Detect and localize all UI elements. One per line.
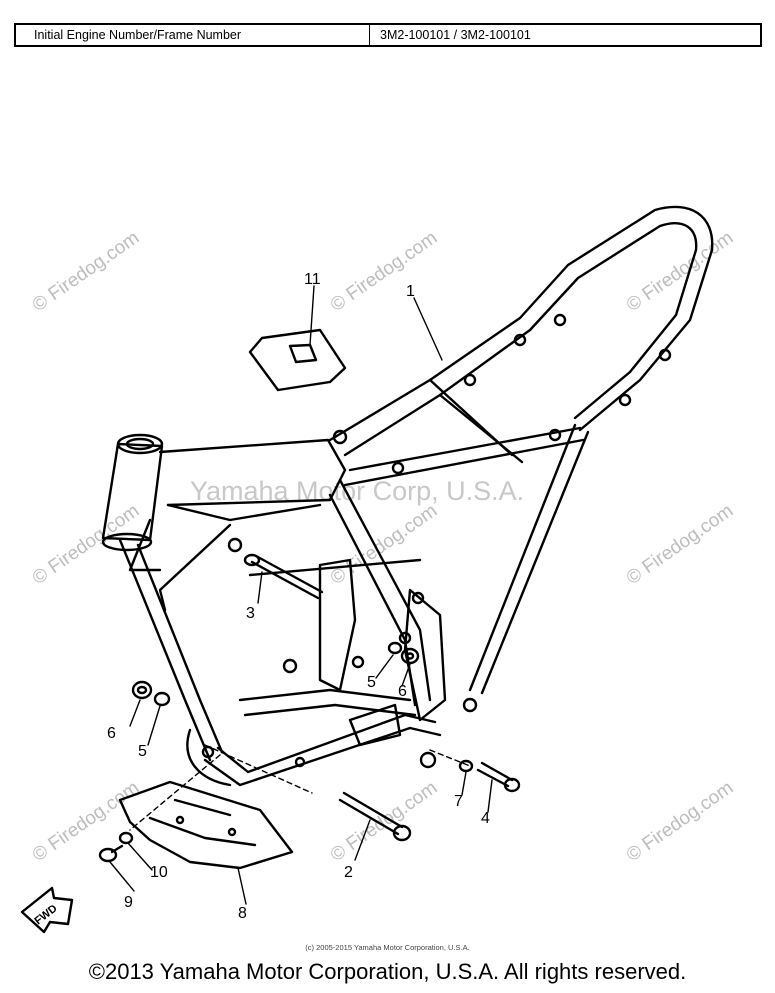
callout-2: 2 (344, 864, 353, 881)
callout-11: 11 (304, 271, 321, 288)
watermark-text: © Firedog.com (29, 227, 143, 316)
frame-number-table: Initial Engine Number/Frame Number 3M2-1… (14, 23, 762, 47)
callout-4: 4 (481, 810, 490, 827)
leader-lines (109, 285, 493, 905)
watermark-text: © Firedog.com (623, 777, 737, 866)
watermark-text: © Firedog.com (29, 777, 143, 866)
callout-6-left: 6 (107, 725, 116, 742)
part-8-skid-plate (118, 780, 294, 870)
callout-5-left: 5 (138, 743, 147, 760)
callout-6-right: 6 (398, 683, 407, 700)
frame-parts-diagram: © Firedog.com © Firedog.com © Firedog.co… (20, 205, 737, 934)
small-copyright: (c) 2005-2015 Yamaha Motor Corporation, … (305, 943, 470, 952)
watermark-text: © Firedog.com (29, 500, 143, 589)
part-3-bolt (243, 553, 324, 600)
fwd-arrow (20, 886, 74, 934)
part-6-nut-right (400, 647, 420, 665)
part-9-bolt (98, 844, 124, 863)
watermark-company: Yamaha Motor Corp, U.S.A. (190, 476, 524, 506)
part-5-washer-right (387, 641, 403, 655)
part-5-washer-left (153, 691, 171, 707)
callout-numbers: 1 2 3 4 5 5 6 6 7 8 9 10 11 (107, 271, 490, 922)
watermark-layer: © Firedog.com © Firedog.com © Firedog.co… (29, 227, 737, 866)
frame-number-value: 3M2-100101 / 3M2-100101 (380, 28, 531, 42)
part-11-pad (248, 328, 347, 392)
callout-5-right: 5 (367, 674, 376, 691)
callout-3: 3 (246, 605, 255, 622)
frame-number-label: Initial Engine Number/Frame Number (16, 25, 370, 45)
part-6-nut-left (131, 680, 153, 700)
watermark-text: © Firedog.com (327, 500, 441, 589)
main-frame (101, 205, 714, 787)
callout-10: 10 (150, 864, 168, 881)
watermark-text: © Firedog.com (327, 777, 441, 866)
part-7-washer (458, 759, 474, 773)
callout-7: 7 (454, 793, 463, 810)
watermark-text: © Firedog.com (623, 500, 737, 589)
callout-8: 8 (238, 905, 247, 922)
part-2-bolt (338, 791, 412, 842)
copyright-notice: ©2013 Yamaha Motor Corporation, U.S.A. A… (88, 959, 687, 984)
part-4-bolt (476, 761, 521, 793)
callout-1: 1 (406, 283, 415, 300)
callout-9: 9 (124, 894, 133, 911)
part-10-washer (118, 831, 134, 845)
watermark-text: © Firedog.com (327, 227, 441, 316)
